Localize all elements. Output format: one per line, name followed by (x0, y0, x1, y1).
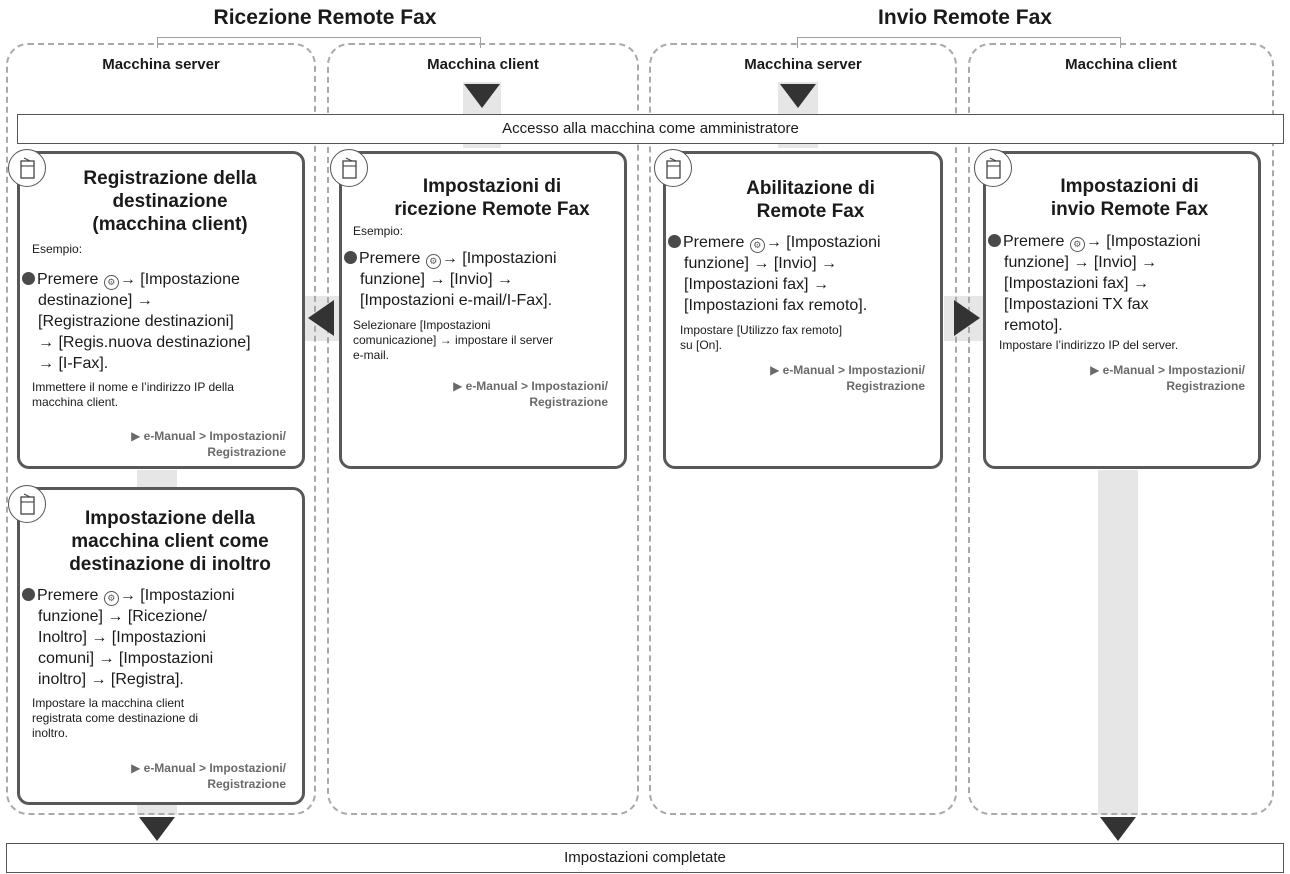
column-title: Macchina server (744, 56, 862, 73)
arrow-down-icon (464, 84, 500, 108)
card-note: Impostare la macchina client registrata … (32, 696, 199, 740)
settings-key-icon: ⚙ (1069, 237, 1085, 252)
printer-icon (330, 149, 368, 187)
manual-reference[interactable]: ▶ e-Manual > Impostazioni/ Registrazione (1090, 363, 1245, 393)
bullet-icon (22, 588, 35, 601)
manual-reference[interactable]: ▶ e-Manual > Impostazioni/ Registrazione (770, 363, 925, 393)
completed-bar: Impostazioni completate (6, 843, 1284, 873)
card-title: Impostazioni di invio Remote Fax (1050, 176, 1209, 220)
column-client-ricezione (327, 43, 639, 815)
group-title-ricezione: Ricezione Remote Fax (213, 6, 437, 29)
flow-band (137, 470, 177, 490)
column-title: Macchina server (102, 56, 220, 73)
card-title: Abilitazione di Remote Fax (746, 178, 875, 222)
card-note: Selezionare [Impostazioni comunicazione]… (353, 318, 554, 362)
card-title: Impostazione della macchina client come … (69, 508, 271, 575)
step-instruction: Premere ⚙→ [Impostazioni funzione] → [In… (988, 231, 1258, 336)
card-registrazione-destinazione (17, 151, 305, 469)
printer-icon (8, 149, 46, 187)
settings-key-icon: ⚙ (425, 254, 441, 269)
admin-access-bar: Accesso alla macchina come amministrator… (17, 114, 1284, 144)
card-impostazione-inoltro (17, 487, 305, 805)
manual-reference[interactable]: ▶ e-Manual > Impostazioni/ Registrazione (453, 379, 608, 409)
column-title: Macchina client (427, 56, 539, 73)
bullet-icon (668, 235, 681, 248)
card-abilitazione-remote-fax (663, 151, 943, 469)
arrow-left-icon (308, 300, 334, 336)
bullet-icon (344, 251, 357, 264)
group-bracket (157, 37, 481, 48)
example-label: Esempio: (353, 224, 404, 238)
bullet-icon (22, 272, 35, 285)
settings-key-icon: ⚙ (103, 275, 119, 290)
card-impostazioni-ricezione (339, 151, 627, 469)
settings-key-icon: ⚙ (749, 238, 765, 253)
column-server-invio (649, 43, 957, 815)
step-instruction: Premere ⚙→ [Impostazioni funzione] → [In… (668, 232, 940, 316)
arrow-down-icon (1100, 817, 1136, 841)
card-title: Registrazione della destinazione (macchi… (83, 168, 257, 235)
column-client-invio (968, 43, 1274, 815)
step-instruction: Premere ⚙→ [Impostazioni funzione] → [In… (344, 248, 624, 311)
step-instruction: Premere ⚙→ [Impostazione destinazione] →… (22, 269, 302, 374)
manual-reference[interactable]: ▶ e-Manual > Impostazioni/ Registrazione (131, 429, 286, 459)
group-title-invio: Invio Remote Fax (878, 6, 1052, 29)
bullet-icon (988, 234, 1001, 247)
group-bracket (797, 37, 1121, 48)
settings-key-icon: ⚙ (103, 591, 119, 606)
arrow-down-icon (139, 817, 175, 841)
card-impostazioni-invio (983, 151, 1261, 469)
step-instruction: Premere ⚙→ [Impostazioni funzione] → [Ri… (22, 585, 302, 690)
card-note: Impostare l’indirizzo IP del server. (999, 338, 1179, 352)
printer-icon (654, 149, 692, 187)
example-label: Esempio: (32, 242, 83, 256)
printer-icon (8, 485, 46, 523)
arrow-down-icon (780, 84, 816, 108)
column-title: Macchina client (1065, 56, 1177, 73)
card-note: Impostare [Utilizzo fax remoto] su [On]. (680, 323, 843, 352)
flow-band (1098, 470, 1138, 815)
arrow-right-icon (954, 300, 980, 336)
card-note: Immettere il nome e l’indirizzo IP della… (32, 380, 234, 409)
printer-icon (974, 149, 1012, 187)
card-title: Impostazioni di ricezione Remote Fax (394, 176, 590, 220)
column-server-ricezione (6, 43, 316, 815)
manual-reference[interactable]: ▶ e-Manual > Impostazioni/ Registrazione (131, 761, 286, 791)
